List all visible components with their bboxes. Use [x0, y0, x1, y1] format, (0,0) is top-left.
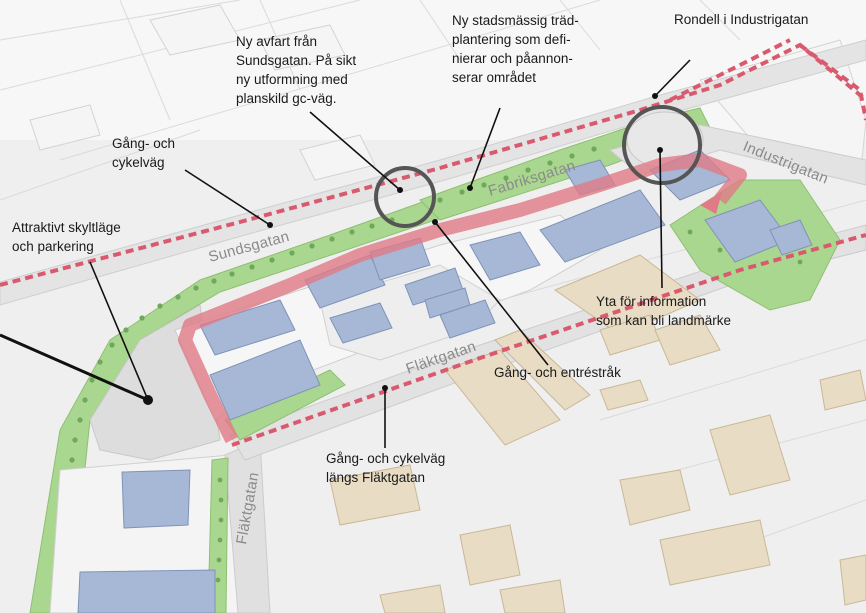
- flaktgatan-road-diagonal: [229, 224, 866, 461]
- route-arrow: [700, 192, 722, 214]
- annotation-rondell: Rondell i Industrigatan: [674, 12, 808, 27]
- planned-buildings: [77, 149, 813, 613]
- annotation-avfart-line: planskild gc-väg.: [236, 91, 337, 106]
- annotation-information-line: Yta för information: [596, 294, 706, 309]
- annotation-skyltlage: Attraktivt skyltläge och parkering: [12, 220, 121, 254]
- avfart-circle: [374, 166, 436, 228]
- annotation-avfart-line: ny utformning med: [236, 72, 348, 87]
- gc-path-rondell: [669, 38, 791, 102]
- rondell-circle: [622, 105, 702, 185]
- existing-buildings: [329, 254, 866, 613]
- annotation-skyltlage-line: och parkering: [12, 239, 94, 254]
- annotation-gc-vag: Gång- och cykelväg: [112, 136, 175, 170]
- annotation-tradplantering-line: Ny stadsmässig träd-: [452, 13, 579, 28]
- annotation-entrestrak: Gång- och entréstråk: [494, 365, 621, 380]
- sundsgatan-road: [0, 39, 866, 306]
- annotation-tradplantering: Ny stadsmässig träd- plantering som defi…: [452, 13, 579, 85]
- gc-path-industrigatan: [798, 43, 866, 121]
- annotation-information-line: som kan bli landmärke: [596, 313, 731, 328]
- tree-row: [69, 146, 803, 583]
- annotation-gc-flakt: Gång- och cykelväg längs Fläktgatan: [326, 451, 445, 485]
- annotation-avfart-line: Sundsgatan. På sikt: [236, 53, 356, 68]
- leader-lines: [0, 59, 691, 448]
- annotation-gc-flakt-line: Gång- och cykelväg: [326, 451, 445, 466]
- annotation-tradplantering-line: serar området: [452, 70, 536, 85]
- annotation-gc-flakt-line: längs Fläktgatan: [326, 470, 425, 485]
- annotation-information: Yta för information som kan bli landmärk…: [596, 294, 731, 328]
- ground-top: [0, 0, 866, 140]
- annotation-skyltlage-line: Attraktivt skyltläge: [12, 220, 121, 235]
- annotation-rondell-line: Rondell i Industrigatan: [674, 12, 808, 27]
- annotation-tradplantering-line: plantering som defi-: [452, 32, 571, 47]
- annotation-tradplantering-line: nierar och påannon-: [452, 51, 573, 66]
- annotation-gc-vag-line: cykelväg: [112, 155, 165, 170]
- annotation-gc-vag-line: Gång- och: [112, 136, 175, 151]
- annotation-avfart-line: Ny avfart från: [236, 34, 317, 49]
- annotation-entrestrak-line: Gång- och entréstråk: [494, 365, 621, 380]
- annotation-avfart: Ny avfart från Sundsgatan. På sikt ny ut…: [236, 34, 356, 106]
- leader-dots: [143, 93, 663, 405]
- gc-path-flaktgatan: [231, 233, 866, 447]
- entrance-route: [178, 153, 747, 444]
